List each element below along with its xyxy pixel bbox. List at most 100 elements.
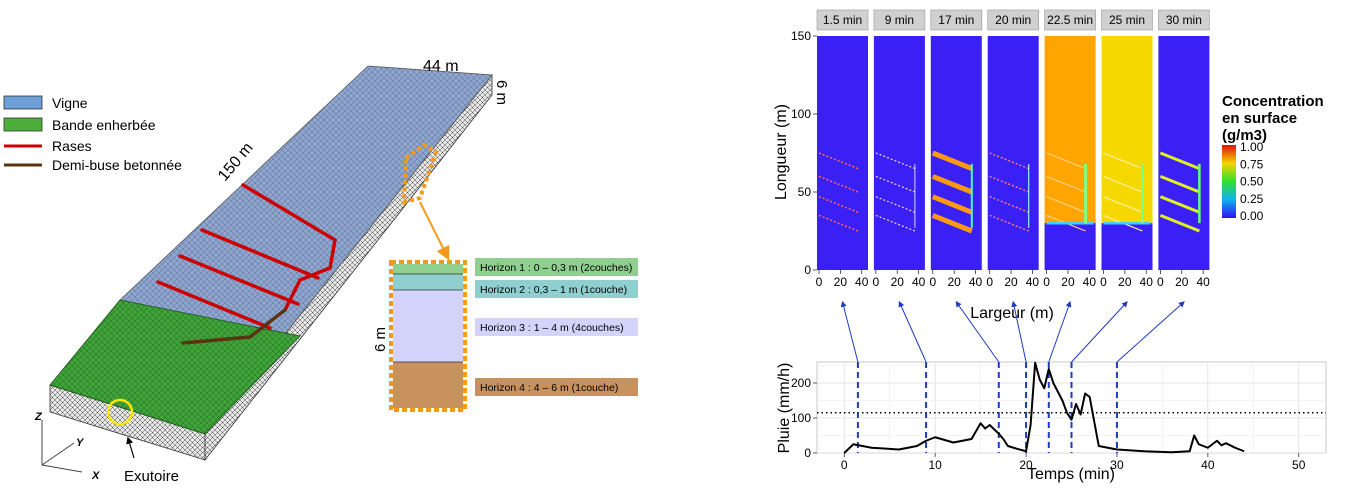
- rain-series-line: [843, 361, 1245, 454]
- profile-horizon-3: [393, 290, 463, 362]
- rain-x-tick-label: 20: [1019, 458, 1033, 472]
- legend-label: Demi-buse betonnée: [52, 157, 182, 173]
- ditch-trace: [1103, 152, 1143, 170]
- colorbar-ticks: 1.000.750.500.250.00: [1236, 140, 1264, 223]
- profile-horizon-1: [393, 264, 463, 274]
- x-tick-label: 40: [1196, 275, 1210, 289]
- x-tick-label: 20: [947, 275, 961, 289]
- legend-swatch-vigne: [3, 95, 43, 110]
- zoom-marker: [401, 142, 439, 205]
- rain-x-tick-label: 0: [841, 458, 848, 472]
- x-tick-label: 20: [891, 275, 905, 289]
- x-tick-label: 20: [1061, 275, 1075, 289]
- rain-y-tick-label: 200: [791, 376, 811, 390]
- runoff-free-zone: [1044, 223, 1096, 270]
- x-tick-label: 0: [929, 275, 936, 289]
- profile-depth-label: 6 m: [372, 327, 389, 352]
- ditch-trace: [1046, 196, 1086, 213]
- ditch-trace: [1159, 214, 1200, 233]
- facet-panel: [817, 36, 868, 270]
- ditch: [241, 183, 337, 242]
- horizon-label: Horizon 3 : 1 – 4 m (4couches): [480, 322, 624, 334]
- x-tick-label: 40: [1026, 275, 1040, 289]
- legend-label: Bande enherbée: [52, 117, 156, 133]
- time-pointer-arrow: [1116, 301, 1185, 363]
- time-pointer-arrow: [1071, 301, 1128, 363]
- soil-profile: 6 m Horizon 1 : 0 – 0,3 m (2couches) Hor…: [372, 258, 638, 412]
- facet-strip-label: 9 min: [885, 13, 914, 27]
- y-tick-label: 150: [791, 29, 811, 43]
- horizon-label-box-4: [475, 378, 638, 396]
- rain-xlabel: Temps (min): [1027, 466, 1115, 483]
- legend-label: Vigne: [52, 95, 88, 111]
- ditch-trace: [1103, 175, 1143, 193]
- colorbar-tick-label: 1.00: [1240, 140, 1264, 154]
- facet-strip: [930, 9, 983, 31]
- x-tick-label: 40: [1083, 275, 1097, 289]
- axis-x-label: X: [91, 470, 100, 482]
- outlet-marker: [106, 398, 134, 426]
- ditch: [178, 254, 300, 306]
- x-tick-label: 20: [1118, 275, 1132, 289]
- ditch-trace: [931, 150, 973, 171]
- grass-strip-surface: [49, 299, 301, 435]
- y-tick-label: 50: [798, 185, 812, 199]
- heatmap-facet-overlays: [818, 150, 1201, 270]
- runoff-free-zone: [1101, 223, 1153, 270]
- mesh-block: 150 m 44 m 6 m Exutoire Z Y X: [34, 58, 510, 485]
- x-tick-label: 0: [1157, 275, 1164, 289]
- facet-strip: [1044, 9, 1096, 31]
- rain-x-tick-label: 10: [928, 458, 942, 472]
- x-tick-label: 0: [1043, 275, 1050, 289]
- time-pointer-arrows: [840, 300, 1185, 363]
- colorbar-tick-label: 0.25: [1240, 192, 1264, 206]
- ditches: [156, 183, 337, 330]
- ditch: [200, 228, 320, 280]
- horizon-label: Horizon 4 : 4 – 6 m (1couche): [480, 382, 618, 394]
- facet-strip-label: 25 min: [1109, 13, 1145, 27]
- ditch-trace: [1159, 151, 1200, 170]
- facet-strip: [816, 9, 869, 31]
- colorbar-title-line: Concentration: [1222, 93, 1324, 110]
- concrete-channel: [181, 308, 287, 345]
- x-tick-label: 20: [834, 275, 848, 289]
- facet-strip: [987, 9, 1040, 31]
- x-tick-label: 20: [1175, 275, 1189, 289]
- ditch-trace: [875, 196, 916, 213]
- time-pointer-arrow: [898, 300, 927, 363]
- facet-strip: [1158, 9, 1210, 31]
- facet-strip: [1101, 9, 1153, 31]
- facet-panel: [873, 36, 925, 270]
- dim-depth-label: 6 m: [493, 80, 510, 105]
- horizon-label-box-3: [475, 318, 638, 336]
- outlet-label: Exutoire: [124, 468, 179, 485]
- ditch-trace: [989, 152, 1029, 170]
- heatmap-ylabel: Longueur (m): [773, 104, 790, 200]
- ditch-trace: [818, 195, 859, 214]
- rain-y-tick-label: 100: [791, 411, 811, 425]
- ditch-trace: [931, 194, 973, 215]
- profile-horizon-2: [393, 274, 463, 290]
- ditch-trace: [931, 213, 973, 234]
- horizon-label: Horizon 1 : 0 – 0,3 m (2couches): [480, 262, 632, 274]
- axis-z-label: Z: [34, 411, 43, 423]
- axis-y-label: Y: [76, 437, 85, 449]
- x-tick-label: 40: [969, 275, 983, 289]
- ditch-trace: [1046, 152, 1086, 170]
- facet-strip-label: 1.5 min: [823, 13, 862, 27]
- time-pointer-arrow: [840, 300, 859, 363]
- x-tick-label: 0: [1100, 275, 1107, 289]
- ditch-trace: [989, 196, 1029, 213]
- ditch-trace: [989, 175, 1029, 193]
- facet-strip-label: 17 min: [938, 13, 974, 27]
- x-tick-label: 40: [855, 275, 869, 289]
- ditch-trace: [875, 214, 916, 232]
- rain-x-tick-label: 40: [1201, 458, 1215, 472]
- rain-ylabel: Pluie (mm/h): [776, 363, 793, 454]
- x-tick-label: 0: [873, 275, 880, 289]
- time-pointer-arrow: [955, 301, 1000, 363]
